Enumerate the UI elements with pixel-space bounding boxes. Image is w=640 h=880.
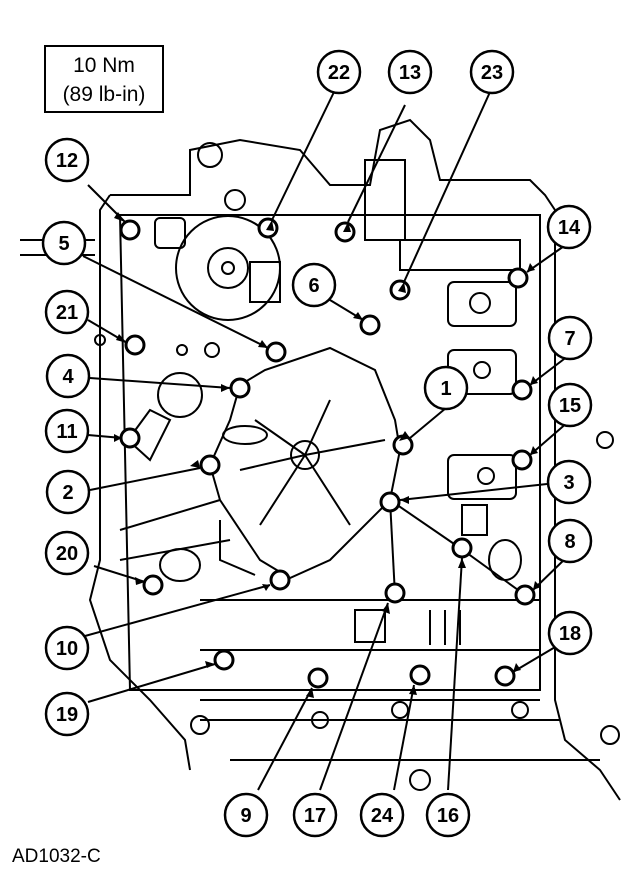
callout-circle-14 [546,204,592,250]
bolt-24 [409,664,431,686]
callout-circle-13 [387,49,433,95]
callout-label-1: 1 [440,378,451,400]
callout-circle-19 [44,691,90,737]
callout-circle-6 [291,262,337,308]
callout-circle-22 [316,49,362,95]
bolts [119,217,536,689]
torque-spec-metric: 10 Nm [73,54,135,77]
bolt-17 [384,582,406,604]
callout-circle-1 [423,365,469,411]
bolt-20 [142,574,164,596]
callout-label-15: 15 [559,395,581,417]
bolt-15 [511,449,533,471]
bolt-16 [451,537,473,559]
callout-circle-18 [547,610,593,656]
bolt-11 [119,427,141,449]
callout-circles [41,49,593,838]
callout-circle-12 [44,137,90,183]
bolt-14 [507,267,529,289]
callout-label-7: 7 [564,328,575,350]
bolt-4 [229,377,251,399]
bolt-9 [307,667,329,689]
callout-label-3: 3 [563,472,574,494]
leader-lines [82,91,569,791]
callout-circle-7 [547,315,593,361]
callout-circle-2 [45,469,91,515]
callout-label-8: 8 [564,531,575,553]
callout-circle-24 [359,792,405,838]
callout-circle-5 [41,220,87,266]
bolt-3 [379,491,401,513]
callout-label-17: 17 [304,805,326,827]
callout-circle-16 [425,792,471,838]
callout-circle-20 [44,530,90,576]
bolt-7 [511,379,533,401]
callout-label-18: 18 [559,623,581,645]
bolt-21 [124,334,146,356]
leader-arrowheads [114,212,541,698]
callout-label-19: 19 [56,704,78,726]
callout-label-2: 2 [62,482,73,504]
torque-spec-imperial: (89 lb-in) [62,83,146,106]
callout-label-24: 24 [371,805,394,827]
callout-label-11: 11 [56,421,77,443]
callout-circle-8 [547,518,593,564]
callout-label-13: 13 [399,62,421,84]
callout-label-22: 22 [328,62,350,84]
callout-circle-3 [546,459,592,505]
callout-circle-9 [223,792,269,838]
callout-labels: 1 2 3 4 5 6 7 8 9 10 11 12 13 14 15 16 1… [56,62,581,827]
bolt-18 [494,665,516,687]
callout-label-9: 9 [240,805,251,827]
valve-body-housing [20,118,621,801]
callout-label-10: 10 [56,638,78,660]
callout-circle-11 [44,408,90,454]
callout-label-21: 21 [56,302,78,324]
callout-label-23: 23 [481,62,503,84]
callout-label-16: 16 [437,805,459,827]
bolt-12 [119,219,141,241]
callout-label-12: 12 [56,150,78,172]
bolt-6 [359,314,381,336]
bolt-8 [514,584,536,606]
callout-circle-17 [292,792,338,838]
callout-circle-10 [44,625,90,671]
callout-label-5: 5 [58,233,69,255]
figure-id: AD1032-C [12,846,101,867]
callout-label-20: 20 [56,543,78,565]
bolt-2 [199,454,221,476]
callout-circle-15 [547,382,593,428]
bolt-19 [213,649,235,671]
bolt-5 [265,341,287,363]
callout-label-4: 4 [62,366,74,388]
torque-spec-box: 10 Nm (89 lb-in) [44,45,164,113]
callout-circle-21 [44,289,90,335]
callout-label-6: 6 [308,275,319,297]
callout-circle-4 [45,353,91,399]
callout-circle-23 [469,49,515,95]
callout-label-14: 14 [558,217,581,239]
bolt-10 [269,569,291,591]
solenoid-assembly [94,159,521,536]
